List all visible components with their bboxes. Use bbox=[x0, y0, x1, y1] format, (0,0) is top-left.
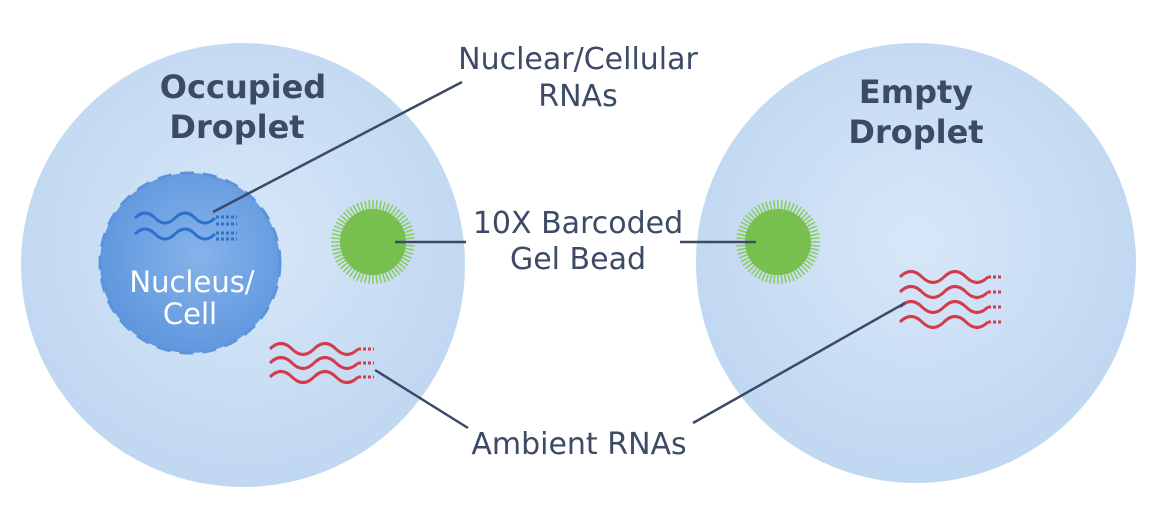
nucleus-label-2: Cell bbox=[163, 297, 217, 331]
leader-ambient-right bbox=[692, 301, 906, 425]
nuclear-rna-icon bbox=[133, 211, 237, 241]
gel-bead-empty bbox=[736, 200, 820, 284]
empty-droplet bbox=[696, 43, 1136, 483]
nuclear-rnas-label-1: Nuclear/Cellular bbox=[458, 42, 698, 77]
ambient-rnas-label: Ambient RNAs bbox=[471, 427, 686, 462]
leader-nuclear-rna bbox=[212, 80, 463, 214]
nuclear-rnas-label-2: RNAs bbox=[538, 79, 617, 114]
nucleus-cell bbox=[98, 171, 282, 355]
gel-bead-occupied bbox=[331, 200, 415, 284]
empty-droplet-title-1: Empty bbox=[859, 73, 973, 111]
occupied-droplet-title-2: Droplet bbox=[169, 108, 304, 146]
ambient-rna-icon-empty bbox=[898, 270, 1002, 329]
occupied-droplet-title-1: Occupied bbox=[160, 68, 326, 106]
ambient-rna-icon-occupied bbox=[268, 342, 374, 384]
empty-droplet-title-2: Droplet bbox=[848, 113, 983, 151]
leader-ambient-left bbox=[374, 368, 469, 430]
nucleus-label-1: Nucleus/ bbox=[129, 265, 254, 299]
gel-bead-label-2: Gel Bead bbox=[510, 242, 646, 277]
gel-bead-label-1: 10X Barcoded bbox=[473, 206, 683, 241]
